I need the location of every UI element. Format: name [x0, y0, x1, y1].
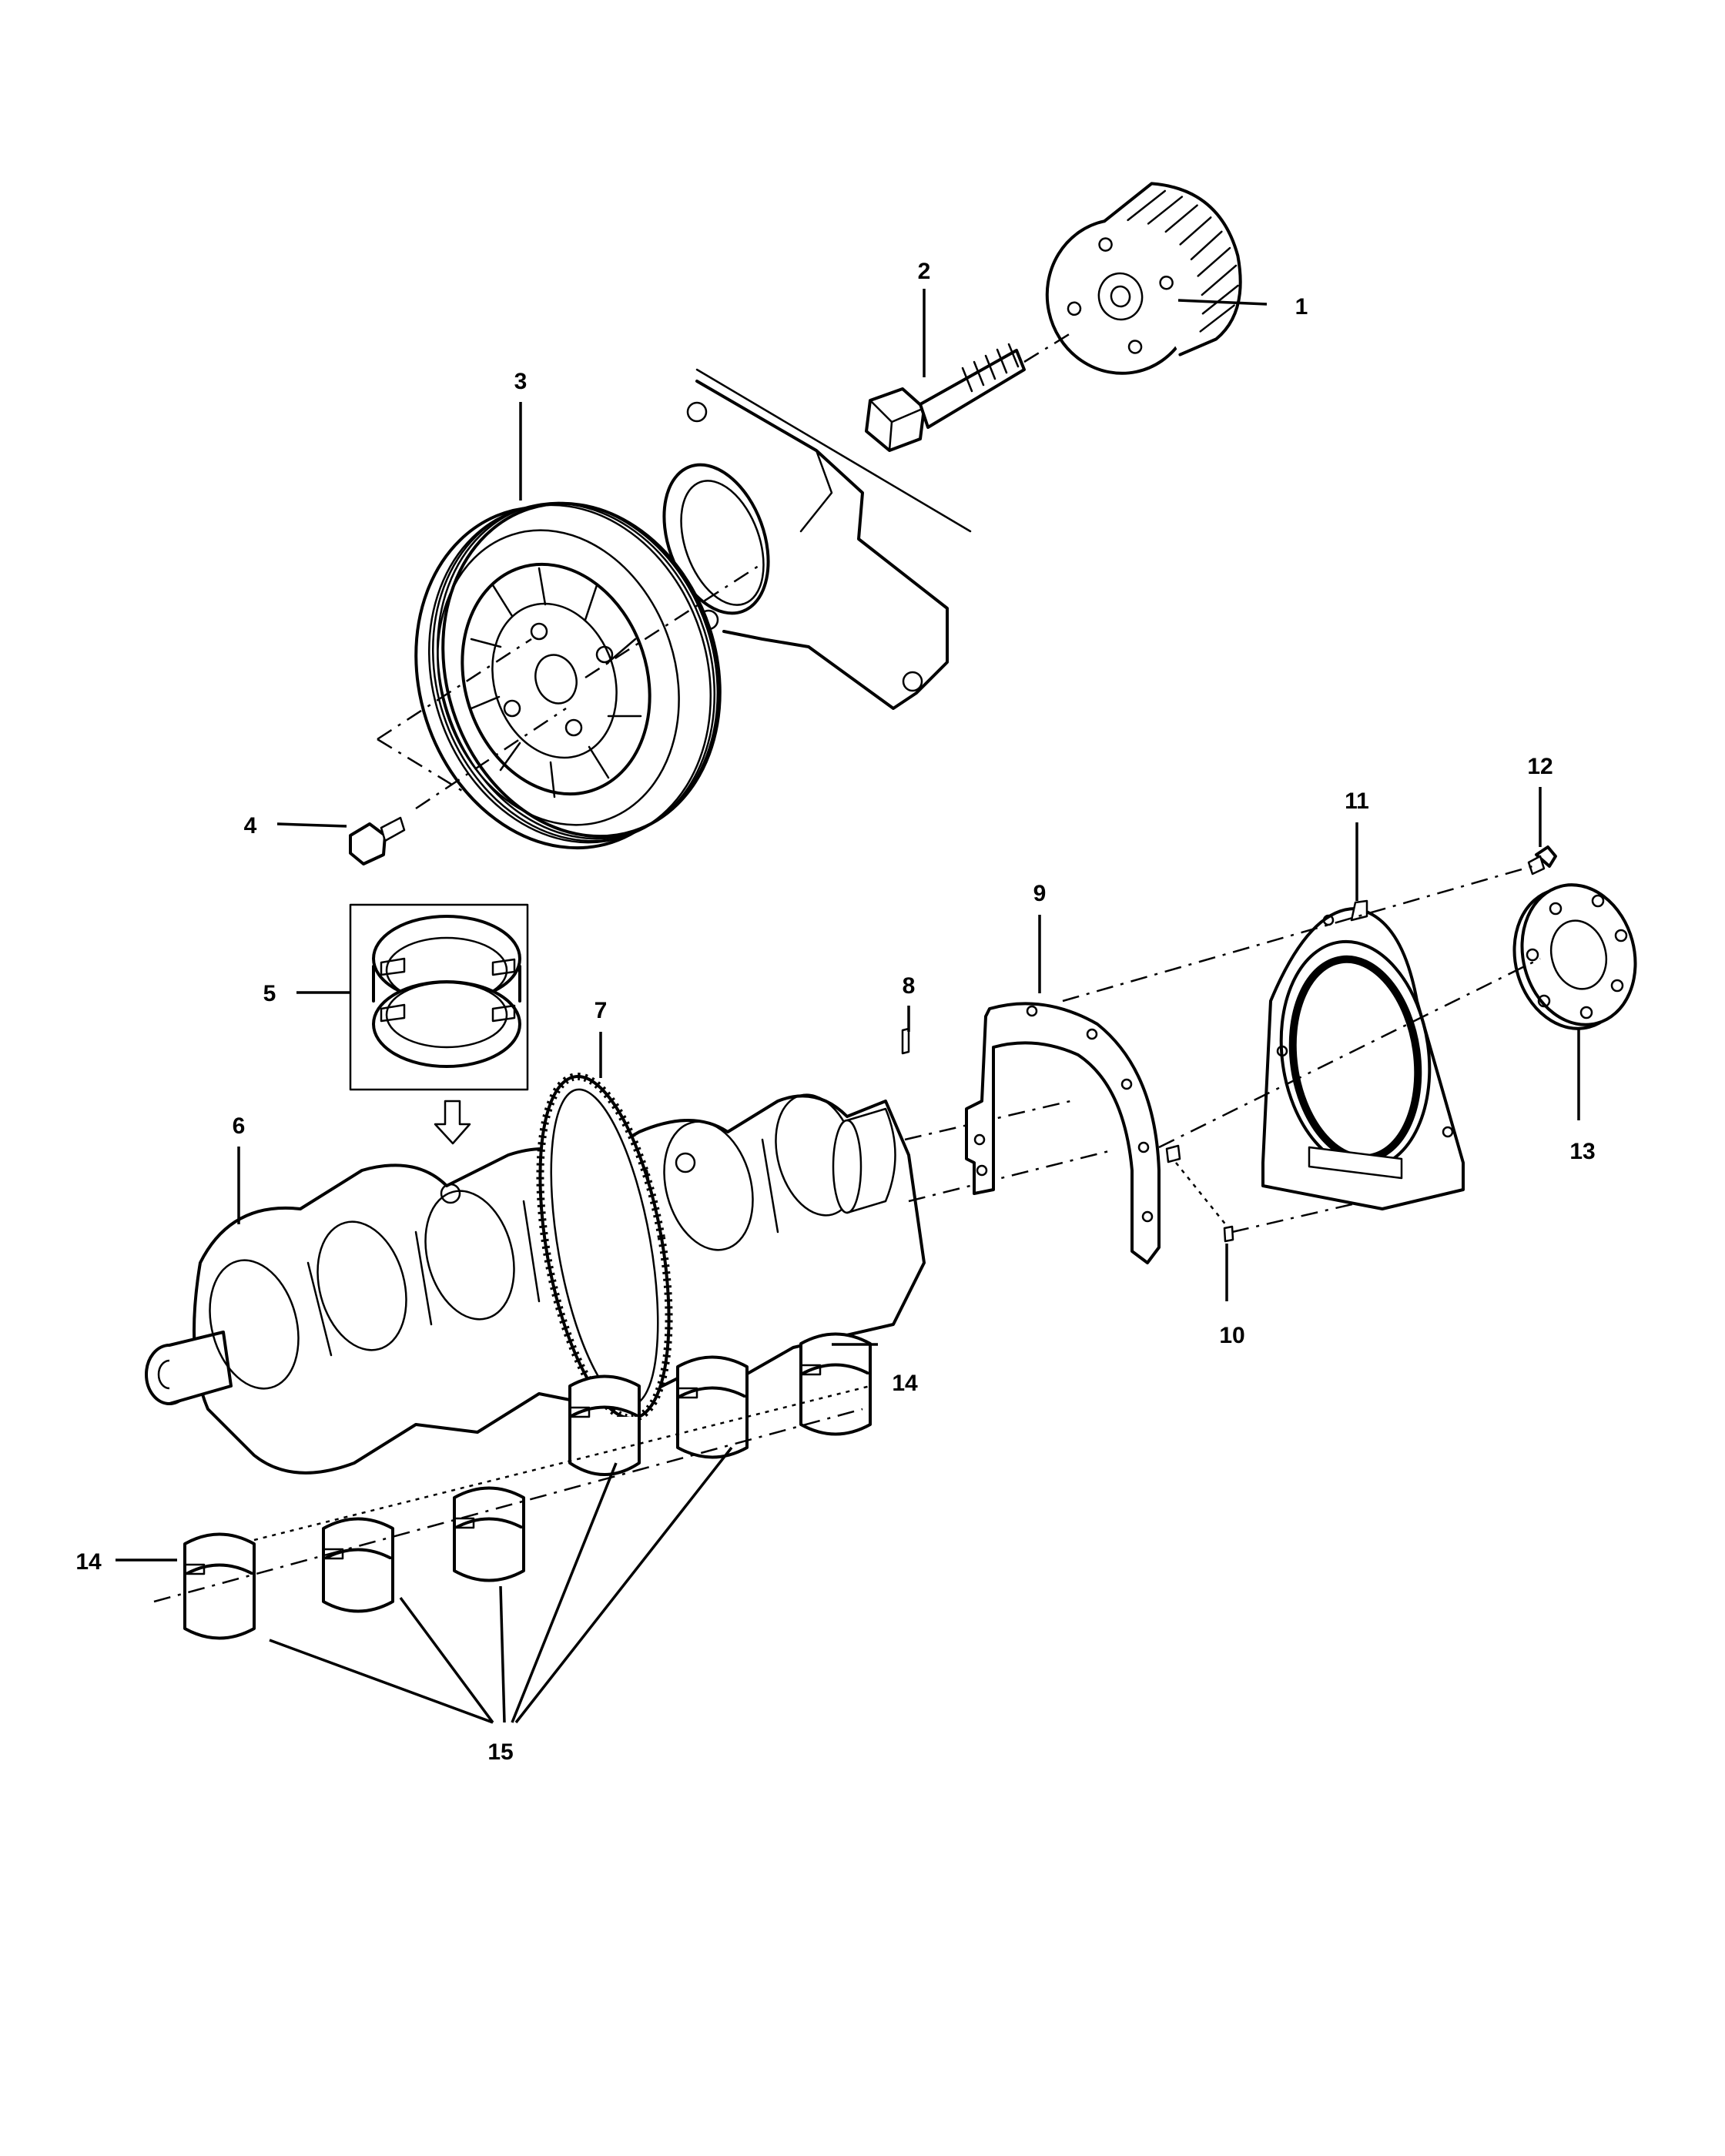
part-2-bolt: [865, 330, 1075, 452]
callout-5: 5: [263, 981, 276, 1006]
callout-14-left: 14: [75, 1549, 102, 1575]
part-14-15-bearing-shells-lower: [153, 1364, 871, 1640]
leader-lines: [116, 289, 1580, 1724]
callout-10: 10: [1219, 1323, 1244, 1348]
part-10-dowels: [1165, 1144, 1383, 1243]
callout-labels: 1 2 3 4 5 6 7 8 9 10 11 12 13 14 14 15: [75, 259, 1595, 1765]
callout-9: 9: [1033, 881, 1047, 906]
callout-13: 13: [1569, 1139, 1595, 1164]
part-11-seal-housing: [1261, 899, 1465, 1210]
part-7-ring-gear: [536, 1073, 673, 1422]
callout-6: 6: [233, 1113, 246, 1139]
callout-12: 12: [1527, 754, 1552, 779]
callout-1: 1: [1295, 294, 1308, 320]
part-1-sprocket: [1045, 182, 1242, 375]
callout-3: 3: [514, 369, 528, 394]
part-5-bearing-detail: [349, 903, 529, 1145]
part-4-bolt: [349, 816, 406, 865]
callout-7: 7: [595, 998, 608, 1023]
callout-11: 11: [1345, 788, 1369, 814]
callout-2: 2: [918, 259, 931, 284]
callout-4: 4: [244, 813, 257, 839]
part-9-gasket: [965, 1002, 1161, 1264]
callout-14-right: 14: [892, 1371, 918, 1396]
part-3-damper-pulley: [377, 501, 759, 850]
callout-8: 8: [903, 973, 916, 999]
part-8-dowel-pin: [901, 1027, 910, 1055]
part-13-plate: [1512, 883, 1637, 1030]
part-12-bolt: [1527, 845, 1557, 875]
callout-15: 15: [487, 1739, 513, 1765]
